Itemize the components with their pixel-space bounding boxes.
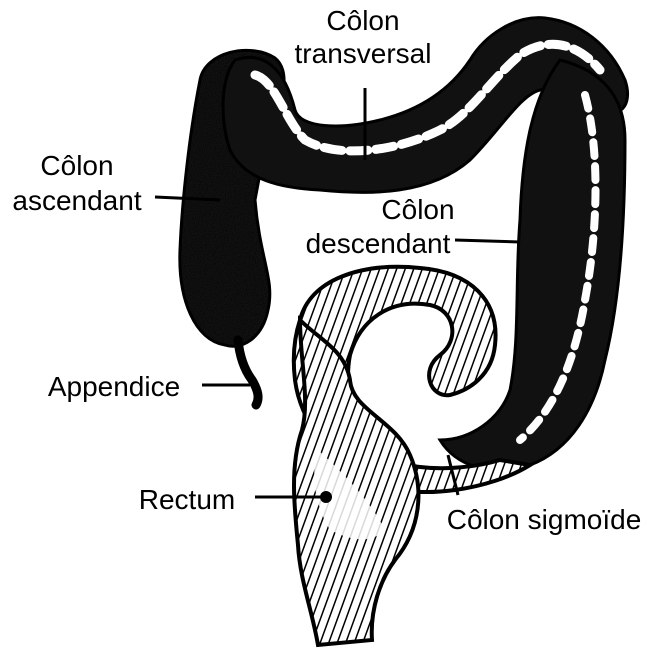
label-transverse-line1: Côlon <box>326 5 399 36</box>
label-descending-line1: Côlon <box>381 194 454 225</box>
label-transverse-line2: transversal <box>295 38 432 69</box>
label-rectum: Rectum <box>139 484 235 515</box>
large-intestine-illustration <box>180 18 628 645</box>
label-sigmoid: Côlon sigmoïde <box>447 504 642 535</box>
appendix-shape <box>238 340 258 405</box>
label-ascending-line1: Côlon <box>40 150 113 181</box>
rectum-shape <box>294 320 418 645</box>
label-descending-line2: descendant <box>306 228 451 259</box>
descending-leader-line <box>455 240 520 242</box>
label-ascending-line2: ascendant <box>12 185 141 216</box>
label-appendix: Appendice <box>48 371 180 402</box>
